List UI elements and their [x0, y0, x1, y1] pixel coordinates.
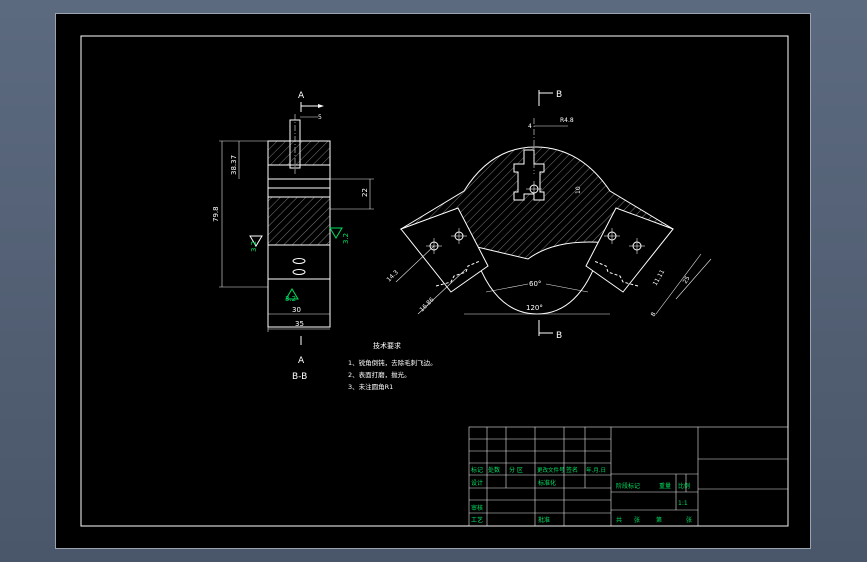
cad-drawing: A 5 79.8 38.37 [80, 35, 789, 527]
roughness-1: 3.2 [250, 241, 258, 252]
dim-total-width: 35 [295, 320, 304, 328]
tb-approve: 批准 [538, 516, 550, 524]
tb-change-doc: 更改文件号 [537, 466, 565, 474]
dim-left-1: 14.3 [385, 269, 400, 284]
dim-right-3: 8 [650, 311, 658, 318]
tb-date: 年.月.日 [586, 466, 606, 474]
dim-right-r1: R4.8 [560, 117, 574, 124]
tb-mark: 标记 [471, 466, 483, 474]
tb-sheet-total: 共 [616, 516, 622, 524]
tb-weight: 重量 [659, 482, 671, 490]
tb-review: 审核 [471, 504, 483, 512]
left-view: A 5 79.8 38.37 [212, 91, 374, 382]
tb-scale-label: 比例 [678, 482, 690, 490]
dim-slot: 22 [361, 188, 369, 197]
tb-sheet-unit2: 张 [686, 516, 692, 524]
tb-count: 处数 [488, 466, 500, 474]
tb-sheet-unit1: 张 [634, 516, 640, 524]
dim-top: 5 [318, 114, 322, 121]
tb-sheet-no: 第 [656, 516, 662, 524]
tb-zone: 分 区 [509, 466, 523, 474]
dim-angle-60: 60° [529, 280, 541, 288]
roughness-2: 3.2 [342, 233, 350, 244]
drawing-border [80, 35, 789, 527]
view-label-top: A [298, 91, 305, 101]
note-item-3: 3、未注圆角R1 [348, 382, 393, 391]
right-view: B 4 R4.8 10 60° 120° 14.3 16.86 [385, 90, 712, 341]
technical-notes: 技术要求 1、锐角倒钝，去除毛刺飞边。 2、表面打磨，抛光。 3、未注圆角R1 [348, 341, 437, 391]
tb-design: 设计 [471, 479, 483, 487]
note-item-2: 2、表面打磨，抛光。 [348, 370, 411, 379]
dim-right-d1: 4 [528, 123, 532, 130]
dim-right-1: 11.11 [652, 268, 667, 287]
dim-angle-120: 120° [526, 304, 543, 312]
view-label-bottom: A [298, 356, 305, 366]
roughness-3: 3.2 [285, 295, 296, 303]
tb-standard: 标准化 [538, 479, 556, 487]
section-top-label: B [556, 90, 562, 100]
drawing-viewport: A 5 79.8 38.37 [55, 13, 811, 549]
dim-upper-height: 38.37 [230, 155, 238, 175]
section-label: B-B [292, 372, 307, 382]
dim-bottom-width: 30 [292, 306, 301, 314]
dim-right-r2: 10 [575, 186, 582, 194]
title-block: 标记 处数 分 区 更改文件号 签名 年.月.日 设计 标准化 审核 工艺 批准… [468, 426, 789, 527]
tb-sign: 签名 [566, 466, 578, 474]
notes-title: 技术要求 [373, 341, 401, 350]
section-bottom-label: B [556, 331, 562, 341]
tb-process: 工艺 [471, 516, 483, 524]
tb-stage: 阶段标记 [616, 482, 640, 490]
tb-scale: 1:1 [678, 500, 688, 507]
note-item-1: 1、锐角倒钝，去除毛刺飞边。 [348, 358, 437, 367]
dim-total-height: 79.8 [212, 206, 220, 222]
dim-right-2: 25 [682, 275, 692, 285]
